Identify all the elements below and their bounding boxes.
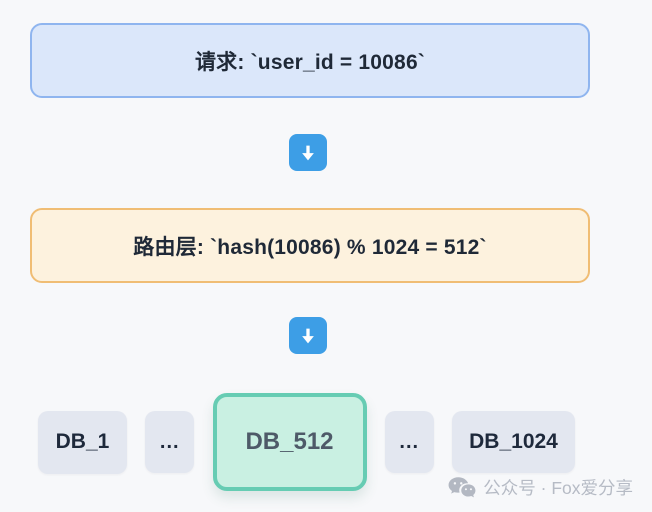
down-arrow-icon — [289, 134, 327, 171]
db-shard-label: DB_1024 — [469, 430, 558, 453]
ellipsis-box: ... — [145, 411, 195, 473]
down-arrow-icon — [289, 317, 327, 354]
db-shard-label: DB_512 — [245, 428, 334, 455]
watermark: 公众号 · Fox爱分享 — [448, 474, 633, 500]
database-shard-row: DB_1 ... DB_512 ... DB_1024 — [38, 393, 575, 491]
down-arrow-glyph — [302, 328, 314, 343]
ellipsis-box: ... — [384, 411, 434, 473]
db-shard-box-highlighted: DB_512 — [212, 393, 367, 491]
wechat-icon — [448, 476, 476, 497]
watermark-text: 公众号 · Fox爱分享 — [483, 477, 633, 498]
request-box-label: 请求: `user_id = 10086` — [194, 50, 426, 74]
down-arrow-glyph — [302, 145, 314, 160]
db-shard-box: DB_1 — [38, 410, 127, 474]
db-shard-label: DB_1 — [55, 430, 110, 453]
router-box: 路由层: `hash(10086) % 1024 = 512` — [30, 208, 590, 283]
db-shard-box: DB_1024 — [452, 411, 575, 473]
ellipsis-label: ... — [399, 430, 420, 453]
ellipsis-label: ... — [159, 430, 180, 453]
request-box: 请求: `user_id = 10086` — [30, 23, 590, 98]
router-box-label: 路由层: `hash(10086) % 1024 = 512` — [133, 235, 487, 259]
